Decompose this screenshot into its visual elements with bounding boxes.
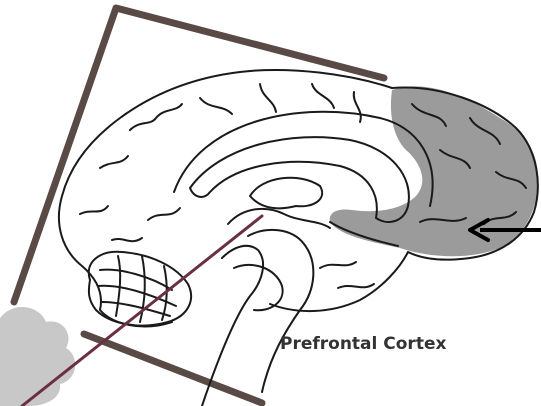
cloud-shape <box>0 307 75 406</box>
pointer-line <box>22 216 262 406</box>
prefrontal-cortex-label: Prefrontal Cortex <box>280 334 446 354</box>
